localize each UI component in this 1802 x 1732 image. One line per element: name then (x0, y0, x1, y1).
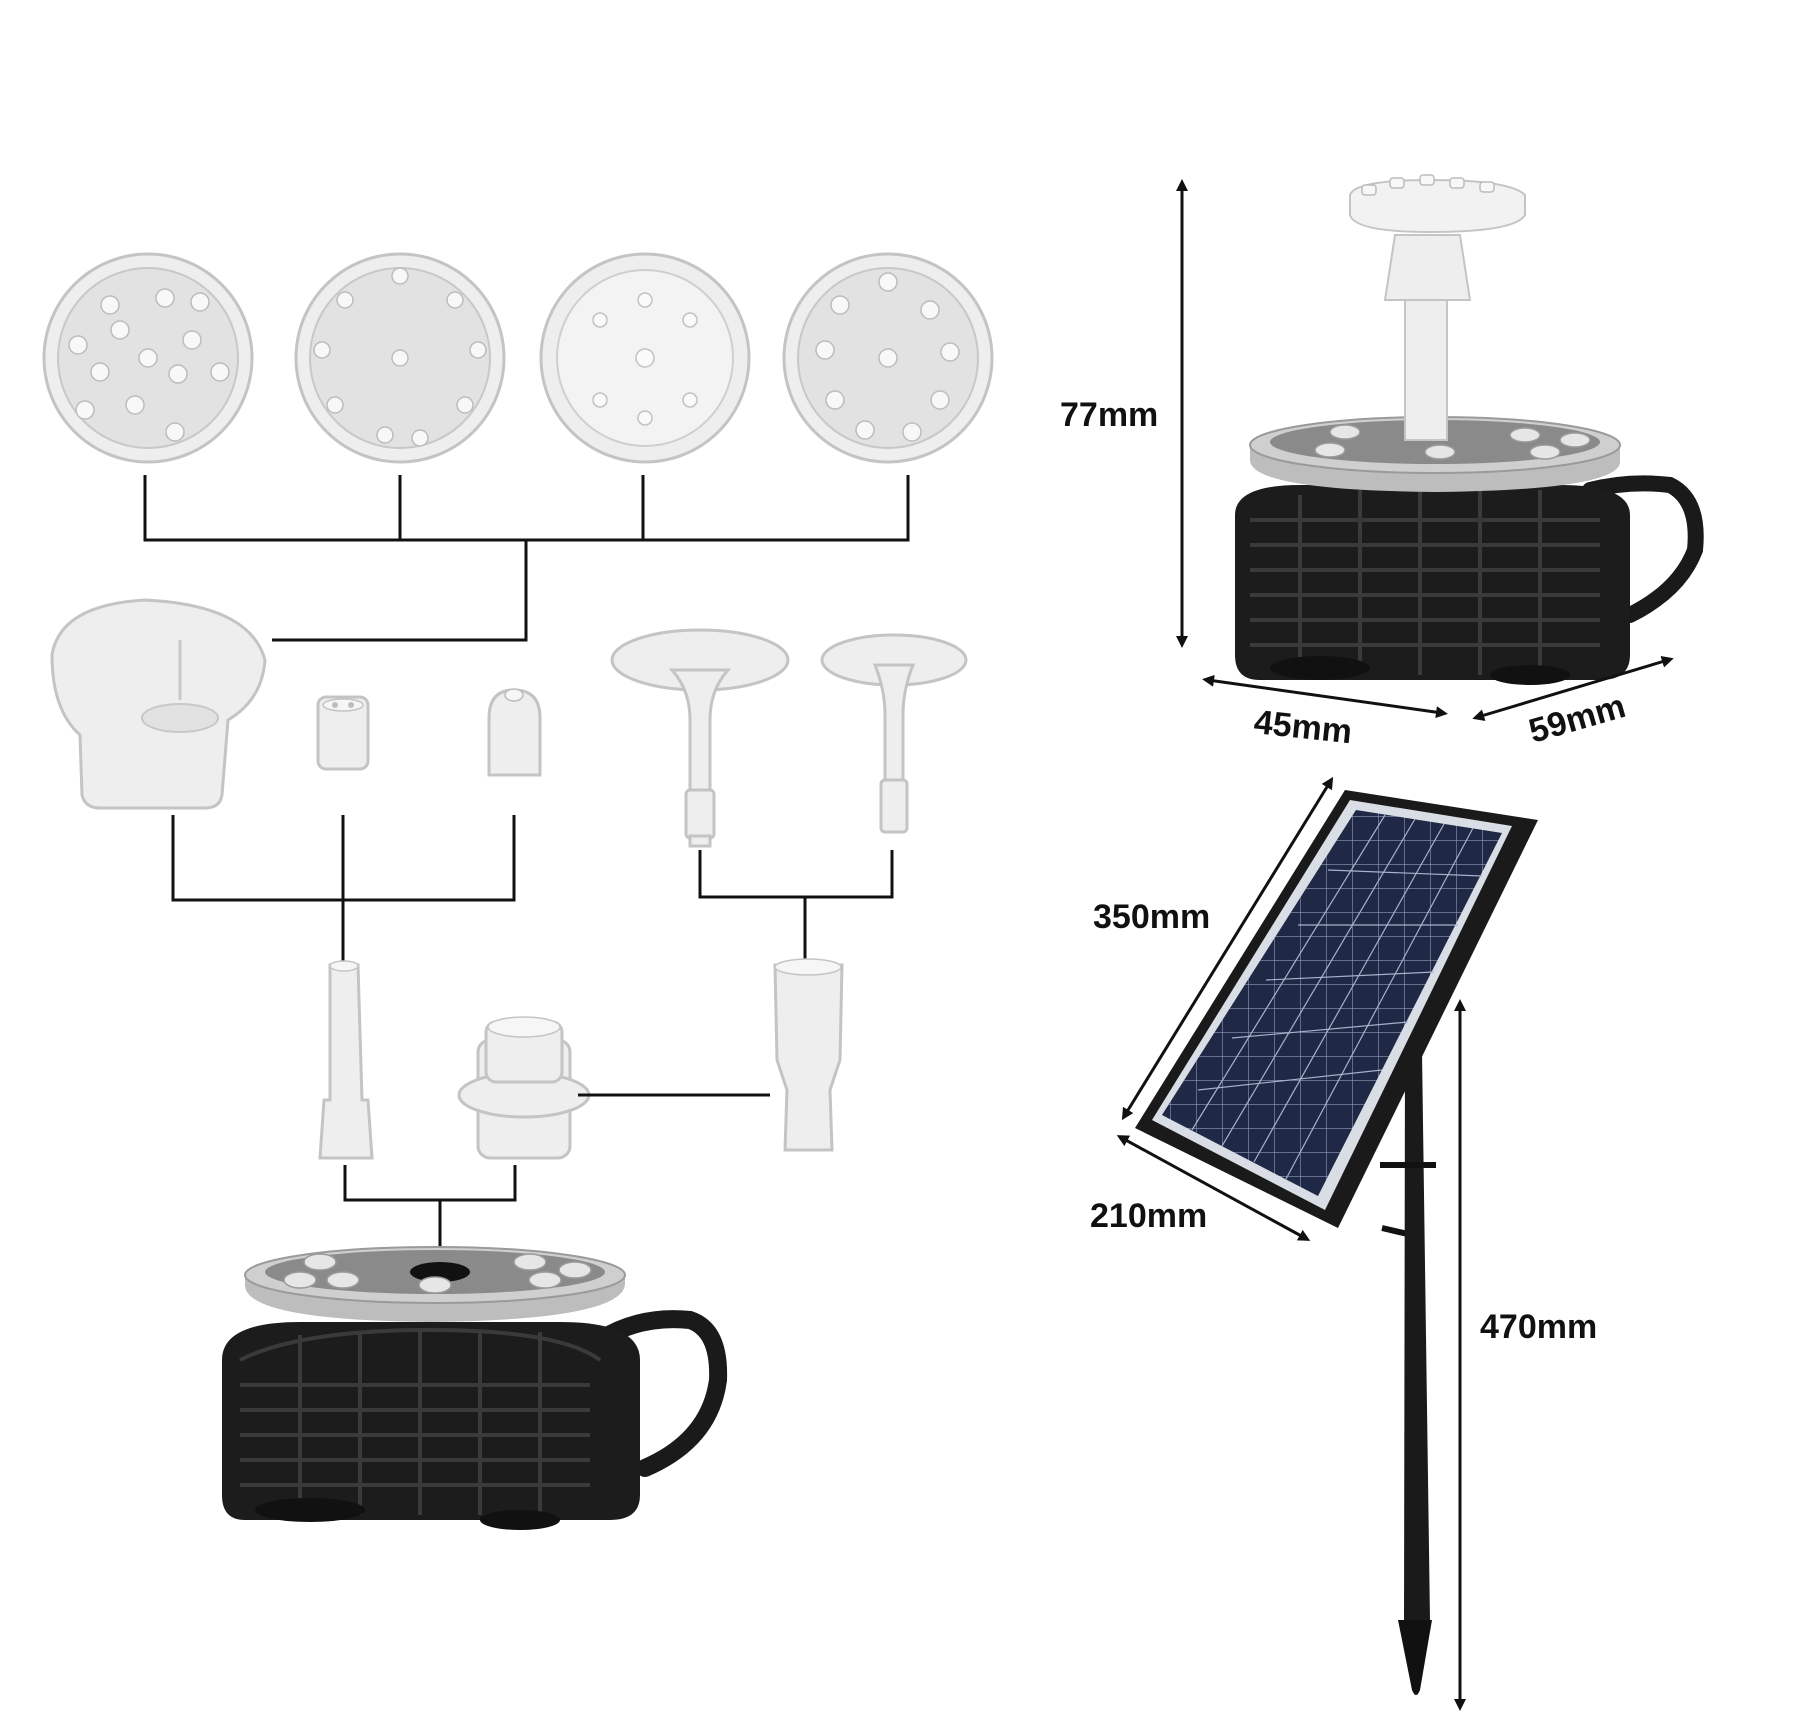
fountain-pump-assembled (222, 1246, 728, 1530)
panel-length-arrow (1121, 776, 1334, 1121)
ground-stake (1380, 1050, 1436, 1695)
panel-length-label: 350mm (1093, 898, 1210, 936)
extension-tube-straight (318, 960, 374, 1160)
nozzle-head-4 (782, 252, 994, 464)
nozzle-head-2 (294, 252, 506, 464)
connector-heads-to-cup (143, 475, 910, 642)
bell-nozzle-2 (820, 633, 968, 834)
reducer-connector (457, 1016, 591, 1160)
pump-width-arrow (1202, 674, 1448, 719)
panel-width-arrow (1116, 1135, 1311, 1241)
nozzle-head-1 (42, 252, 254, 464)
pump-depth-arrow (1472, 655, 1674, 722)
panel-width-label: 210mm (1090, 1197, 1207, 1235)
bell-nozzle-1 (610, 628, 790, 848)
pump-with-nozzle (1235, 174, 1704, 685)
nozzle-cup-adapter (50, 598, 267, 810)
solar-panel (1135, 790, 1538, 1238)
small-nozzle-flat (316, 695, 370, 771)
nozzle-head-3 (539, 252, 751, 464)
stake-length-label: 470mm (1480, 1308, 1597, 1346)
extension-tube-wide (773, 958, 844, 1152)
pump-height-label: 77mm (1060, 396, 1158, 434)
connector-adapters-to-extensions (171, 815, 894, 965)
pump-depth-label: 59mm (1525, 687, 1630, 751)
small-nozzle-tip (487, 688, 542, 777)
pump-width-label: 45mm (1252, 703, 1354, 751)
